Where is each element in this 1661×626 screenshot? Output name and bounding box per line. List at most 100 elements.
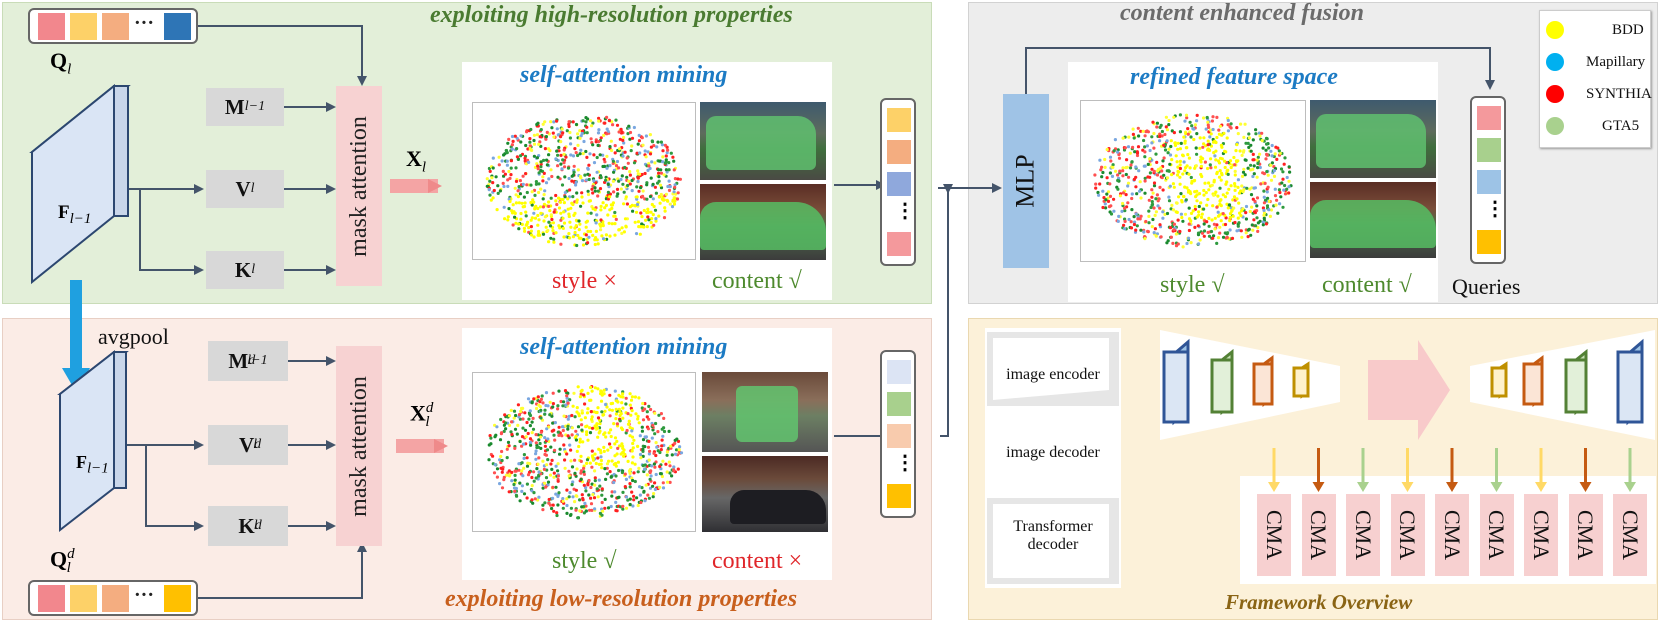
scatter-point [1274,203,1278,207]
scatter-point [1283,183,1287,188]
scatter-point [637,396,641,400]
scatter-point [1163,212,1167,216]
queries-label: Queries [1452,274,1521,299]
scatter-point [537,190,541,195]
scatter-point [491,196,495,200]
scatter-point [1208,163,1212,167]
scatter-point [502,205,506,209]
scatter-point [1172,222,1176,226]
scatter-point [1235,229,1239,233]
scatter-point [615,509,619,513]
scatter-point [578,174,583,179]
scatter-point [506,184,510,188]
scatter-point [671,199,675,203]
scatter-point [1104,206,1108,210]
scatter-point [567,120,571,124]
scatter-point [1204,191,1208,195]
scatter-point [1158,132,1162,136]
scatter-point [597,478,601,482]
scatter-point [571,495,575,499]
scatter-point [1224,150,1228,154]
scatter-point [649,474,653,478]
scatter-point [1195,215,1199,219]
scatter-point [1240,153,1244,157]
scatter-point [1107,205,1112,209]
scatter-point [662,173,666,177]
scatter-point [1129,226,1134,230]
scatter-point [656,181,660,185]
scatter-point [1223,222,1228,227]
scatter-point [616,192,620,196]
scatter-point [523,411,527,415]
low-feature-block [57,349,129,533]
scatter-point [561,506,565,510]
scatter-point [1184,166,1188,170]
scatter-point [675,437,679,441]
cma-arrow-head [1535,482,1547,492]
scatter-point [1209,229,1214,234]
scatter-point [639,456,643,460]
scatter-point [554,231,558,235]
scatter-point [574,429,578,433]
scatter-point [1261,206,1265,210]
scatter-point [638,485,642,489]
scatter-point [584,220,588,224]
scatter-point [672,168,676,172]
scatter-point [552,135,556,139]
scatter-point [491,156,495,160]
scatter-point [520,461,524,465]
scatter-point [1101,170,1105,175]
scatter-point [590,465,594,469]
scatter-point [1127,217,1131,222]
scatter-point [636,470,640,474]
scatter-point [651,182,655,186]
scatter-point [599,451,603,455]
scatter-point [1218,186,1222,190]
scatter-point [633,204,637,208]
scatter-point [620,231,624,235]
scatter-point [567,214,571,219]
scatter-point [546,483,550,487]
scatter-point [1262,208,1266,212]
scatter-point [574,180,578,184]
scatter-point [520,222,524,226]
scatter-point [654,191,658,195]
scatter-point [1261,220,1265,224]
scatter-point [1187,217,1192,221]
scatter-point [588,199,592,203]
scatter-point [551,485,555,489]
scatter-point [641,447,645,451]
vertical-ellipsis: ⋮ [895,452,915,474]
low-mask-attention: mask attention [336,346,382,546]
scatter-point [570,426,574,430]
fusion-scatter-plot [1080,100,1306,262]
scatter-point [1117,153,1121,157]
scatter-point [1259,182,1263,186]
scatter-point [576,132,580,136]
scatter-point [1228,219,1232,223]
scatter-point [521,417,525,421]
scatter-point [1207,125,1211,129]
scatter-point [1205,203,1209,207]
scatter-point [510,420,514,424]
scatter-point [1143,191,1147,195]
scatter-point [1193,207,1197,211]
scatter-point [1233,163,1237,167]
scatter-point [517,201,521,205]
scatter-point [543,436,547,440]
scatter-point [534,476,538,480]
scatter-point [627,419,631,423]
scatter-point [1206,197,1210,202]
scatter-point [567,176,571,181]
scatter-point [1106,190,1111,194]
scatter-point [1176,242,1180,246]
scatter-point [1189,175,1193,180]
scatter-point [541,197,545,201]
scatter-point [1197,204,1201,209]
scatter-point [667,460,671,464]
scatter-point [630,203,634,207]
cma-arrow-head [1579,482,1592,492]
scatter-point [1200,212,1204,216]
cma-block: CMA [1435,494,1469,576]
